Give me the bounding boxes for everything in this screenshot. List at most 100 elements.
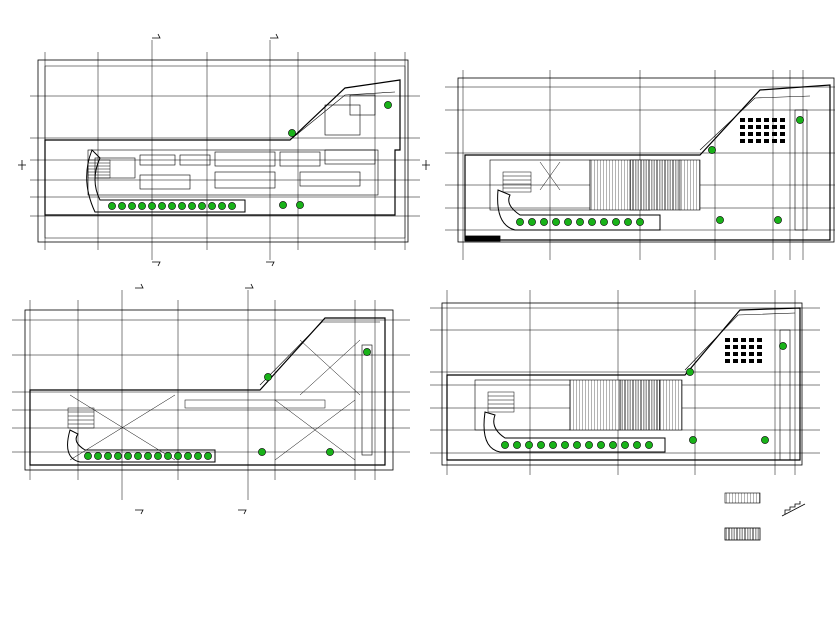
roof-vent (749, 359, 754, 363)
tree-icon (689, 436, 697, 444)
tree-icon (528, 218, 536, 226)
roof-vent (757, 338, 762, 342)
tree-icon (384, 101, 392, 109)
roof-vent (764, 139, 769, 143)
tree-icon (540, 218, 548, 226)
tree-icon (124, 452, 132, 460)
tree-icon (228, 202, 236, 210)
roof-vent (764, 132, 769, 136)
roof-vents (740, 118, 785, 143)
tree-icon (501, 441, 509, 449)
tree-icon (296, 201, 304, 209)
tree-icon (264, 373, 272, 381)
roof-vent (741, 345, 746, 349)
structure-diagonals (69, 339, 361, 461)
roof-vent (757, 359, 762, 363)
tree-icon (624, 218, 632, 226)
legend-hatch-dark (724, 527, 761, 541)
tree-icon (204, 452, 212, 460)
roof-vent (748, 118, 753, 122)
tree-icon (194, 452, 202, 460)
plan-top-right (445, 70, 835, 260)
trees-bottom-right (501, 342, 787, 449)
tree-icon (779, 342, 787, 350)
roof-vent (748, 139, 753, 143)
tree-icon (208, 202, 216, 210)
roof-vent (725, 359, 730, 363)
tree-icon (636, 218, 644, 226)
tree-icon (796, 116, 804, 124)
roof-vent (748, 125, 753, 129)
tree-icon (184, 452, 192, 460)
tree-icon (363, 348, 371, 356)
roof-vent (780, 118, 785, 122)
building-outline (29, 317, 386, 466)
tree-icon (537, 441, 545, 449)
stair-icon (67, 407, 95, 429)
hatched-roof-dense (629, 159, 681, 211)
tree-icon (761, 436, 769, 444)
roof-vent (757, 352, 762, 356)
building-outline (44, 79, 401, 216)
tree-icon (564, 218, 572, 226)
plan-top-left (18, 33, 430, 267)
roof-vent (725, 345, 730, 349)
roof-vent (741, 352, 746, 356)
planter-strip (86, 149, 246, 213)
legend (724, 492, 806, 541)
tree-icon (597, 441, 605, 449)
roof-vent (733, 359, 738, 363)
tree-icon (108, 202, 116, 210)
tree-icon (716, 216, 724, 224)
roof-vents (725, 338, 762, 363)
roof-vent (740, 125, 745, 129)
tree-icon (288, 129, 296, 137)
roof-vent (733, 352, 738, 356)
tree-icon (612, 218, 620, 226)
tree-icon (326, 448, 334, 456)
tree-icon (118, 202, 126, 210)
tree-icon (128, 202, 136, 210)
tree-icon (621, 441, 629, 449)
tree-icon (138, 202, 146, 210)
roof-vent (740, 132, 745, 136)
tree-icon (94, 452, 102, 460)
planter-strip (67, 429, 216, 463)
tree-icon (168, 202, 176, 210)
plan-bottom-left (12, 283, 410, 515)
tree-icon (104, 452, 112, 460)
stair-icon (87, 159, 111, 179)
tree-icon (148, 202, 156, 210)
roof-vent (764, 125, 769, 129)
tree-icon (188, 202, 196, 210)
tree-icon (633, 441, 641, 449)
tree-icon (645, 441, 653, 449)
plan-bottom-right (430, 290, 820, 475)
tree-icon (576, 218, 584, 226)
tree-icon (114, 452, 122, 460)
tree-icon (158, 202, 166, 210)
tree-icon (198, 202, 206, 210)
roof-vent (725, 352, 730, 356)
tree-icon (708, 146, 716, 154)
tree-icon (513, 441, 521, 449)
roof-vent (749, 345, 754, 349)
roof-vent (780, 139, 785, 143)
roof-vent (733, 338, 738, 342)
roof-vent (764, 118, 769, 122)
tree-icon (174, 452, 182, 460)
section-marker-icon (18, 33, 430, 267)
tree-icon (609, 441, 617, 449)
roof-vent (772, 132, 777, 136)
tree-icon (525, 441, 533, 449)
trees-top-left (108, 101, 392, 210)
building-outline (446, 307, 801, 461)
trees-bottom-left (84, 348, 371, 460)
roof-vent (733, 345, 738, 349)
tree-icon (549, 441, 557, 449)
tree-icon (144, 452, 152, 460)
roof-vent (740, 118, 745, 122)
roof-vent (741, 359, 746, 363)
tree-icon (686, 368, 694, 376)
